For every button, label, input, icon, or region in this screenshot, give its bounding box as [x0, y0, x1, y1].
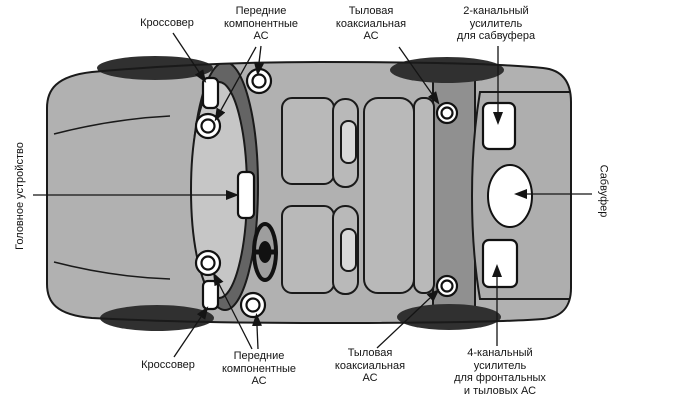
- leader-lines: [33, 32, 592, 358]
- label-rear-coaxial-speaker-top: Тыловая коаксиальная АС: [335, 5, 407, 42]
- front-seat-right: [281, 205, 359, 295]
- label-amplifier-2ch: 2-канальный усилитель для сабвуфера: [456, 5, 536, 42]
- front-speaker-door-top: [194, 112, 222, 140]
- front-speaker-door-bottom: [194, 249, 222, 277]
- label-amplifier-4ch: 4-канальный усилитель для фронтальных и …: [454, 347, 546, 397]
- rear-bench-back: [413, 97, 435, 294]
- head-unit: [236, 170, 256, 220]
- hood-crease-top: [53, 115, 171, 135]
- label-front-component-speakers-top: Передние компонентные АС: [223, 5, 299, 42]
- front-speakers-bottom-leader-a: [252, 313, 262, 350]
- front-speaker-cowl-top: [245, 67, 273, 95]
- hood-crease-bottom: [53, 261, 171, 280]
- label-subwoofer: Сабвуфер: [597, 164, 610, 218]
- rear-speaker-bottom-leader: [376, 289, 440, 349]
- label-front-component-speakers-bottom: Передние компонентные АС: [221, 350, 297, 387]
- rear-speaker-bottom: [435, 274, 459, 298]
- steering-wheel: [252, 222, 278, 282]
- car-body-outline: [46, 60, 572, 325]
- label-crossover-bottom: Кроссовер: [141, 359, 195, 371]
- amplifier-4ch: [481, 238, 519, 289]
- front-speaker-cowl-bottom: [239, 291, 267, 319]
- crossover-bottom: [201, 279, 220, 311]
- front-speakers-top-leader-a: [254, 45, 264, 76]
- rear-speaker-top-leader: [398, 46, 440, 105]
- crossover-top: [201, 76, 220, 110]
- rear-bench-cushion: [363, 97, 415, 294]
- headrest: [340, 228, 357, 272]
- wheel-rear-top: [390, 57, 504, 83]
- subwoofer-shape: [487, 164, 533, 228]
- crossover-top-leader: [172, 32, 207, 83]
- label-crossover-top: Кроссовер: [140, 17, 194, 29]
- label-head-unit: Головное устройство: [13, 142, 26, 250]
- wheel-rear-bottom: [397, 304, 501, 330]
- front-speakers-bottom-leader-b: [213, 272, 253, 350]
- front-speakers-top-leader-b: [214, 46, 257, 122]
- rear-speaker-top: [435, 101, 459, 125]
- headrest: [340, 120, 357, 164]
- label-rear-coaxial-speaker-bottom: Тыловая коаксиальная АС: [334, 347, 406, 384]
- front-seat-left: [281, 97, 359, 188]
- wheel-front-bottom: [100, 305, 214, 331]
- crossover-bottom-leader: [173, 306, 209, 358]
- amplifier-2ch: [481, 101, 517, 151]
